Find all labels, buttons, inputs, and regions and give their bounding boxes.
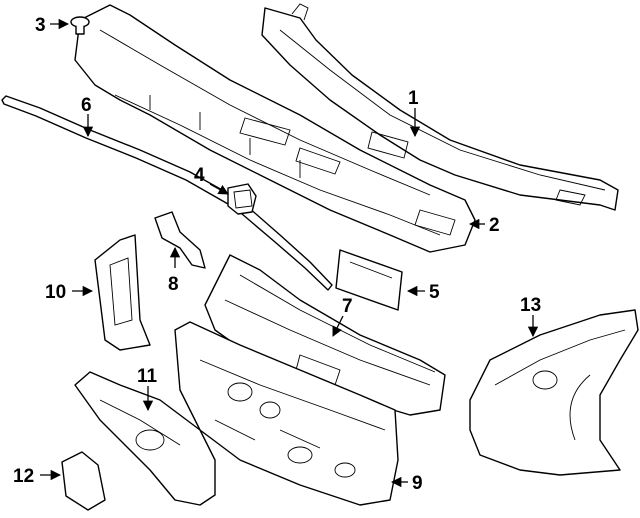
- part-13-insulator: [469, 309, 639, 476]
- callout-8: 8: [168, 274, 179, 295]
- callout-11: 11: [137, 366, 158, 387]
- callout-3: 3: [35, 15, 46, 36]
- part-10-side-bracket: [94, 234, 151, 351]
- part-12-small-bracket: [61, 451, 106, 511]
- part-2-cowl-panel: [74, 4, 476, 253]
- leader-lines: [40, 18, 539, 488]
- callout-1: 1: [408, 88, 419, 109]
- callout-4: 4: [194, 165, 205, 186]
- part-11-dash-bracket: [74, 371, 216, 506]
- part-5-cover-plate: [335, 249, 403, 311]
- part-4-bracket: [227, 183, 257, 215]
- callout-10: 10: [45, 282, 66, 303]
- callout-12: 12: [13, 466, 34, 487]
- part-3-clip: [70, 16, 90, 35]
- callout-5: 5: [429, 282, 440, 303]
- callout-13: 13: [520, 295, 541, 316]
- callout-7: 7: [342, 296, 353, 317]
- leader-4: [209, 183, 229, 195]
- part-1-cowl-top-panel: [261, 3, 619, 211]
- part-7-dash-panel-upper: [204, 254, 446, 416]
- callout-6: 6: [81, 95, 92, 116]
- callout-2: 2: [489, 215, 500, 236]
- part-8-shield: [154, 211, 206, 269]
- leader-7: [332, 315, 344, 337]
- callout-labels: 1 2 3 4 5 6 7 8 9 10 11 12 13: [13, 15, 541, 494]
- callout-9: 9: [412, 473, 423, 494]
- part-6-seal-strip: [1, 95, 333, 291]
